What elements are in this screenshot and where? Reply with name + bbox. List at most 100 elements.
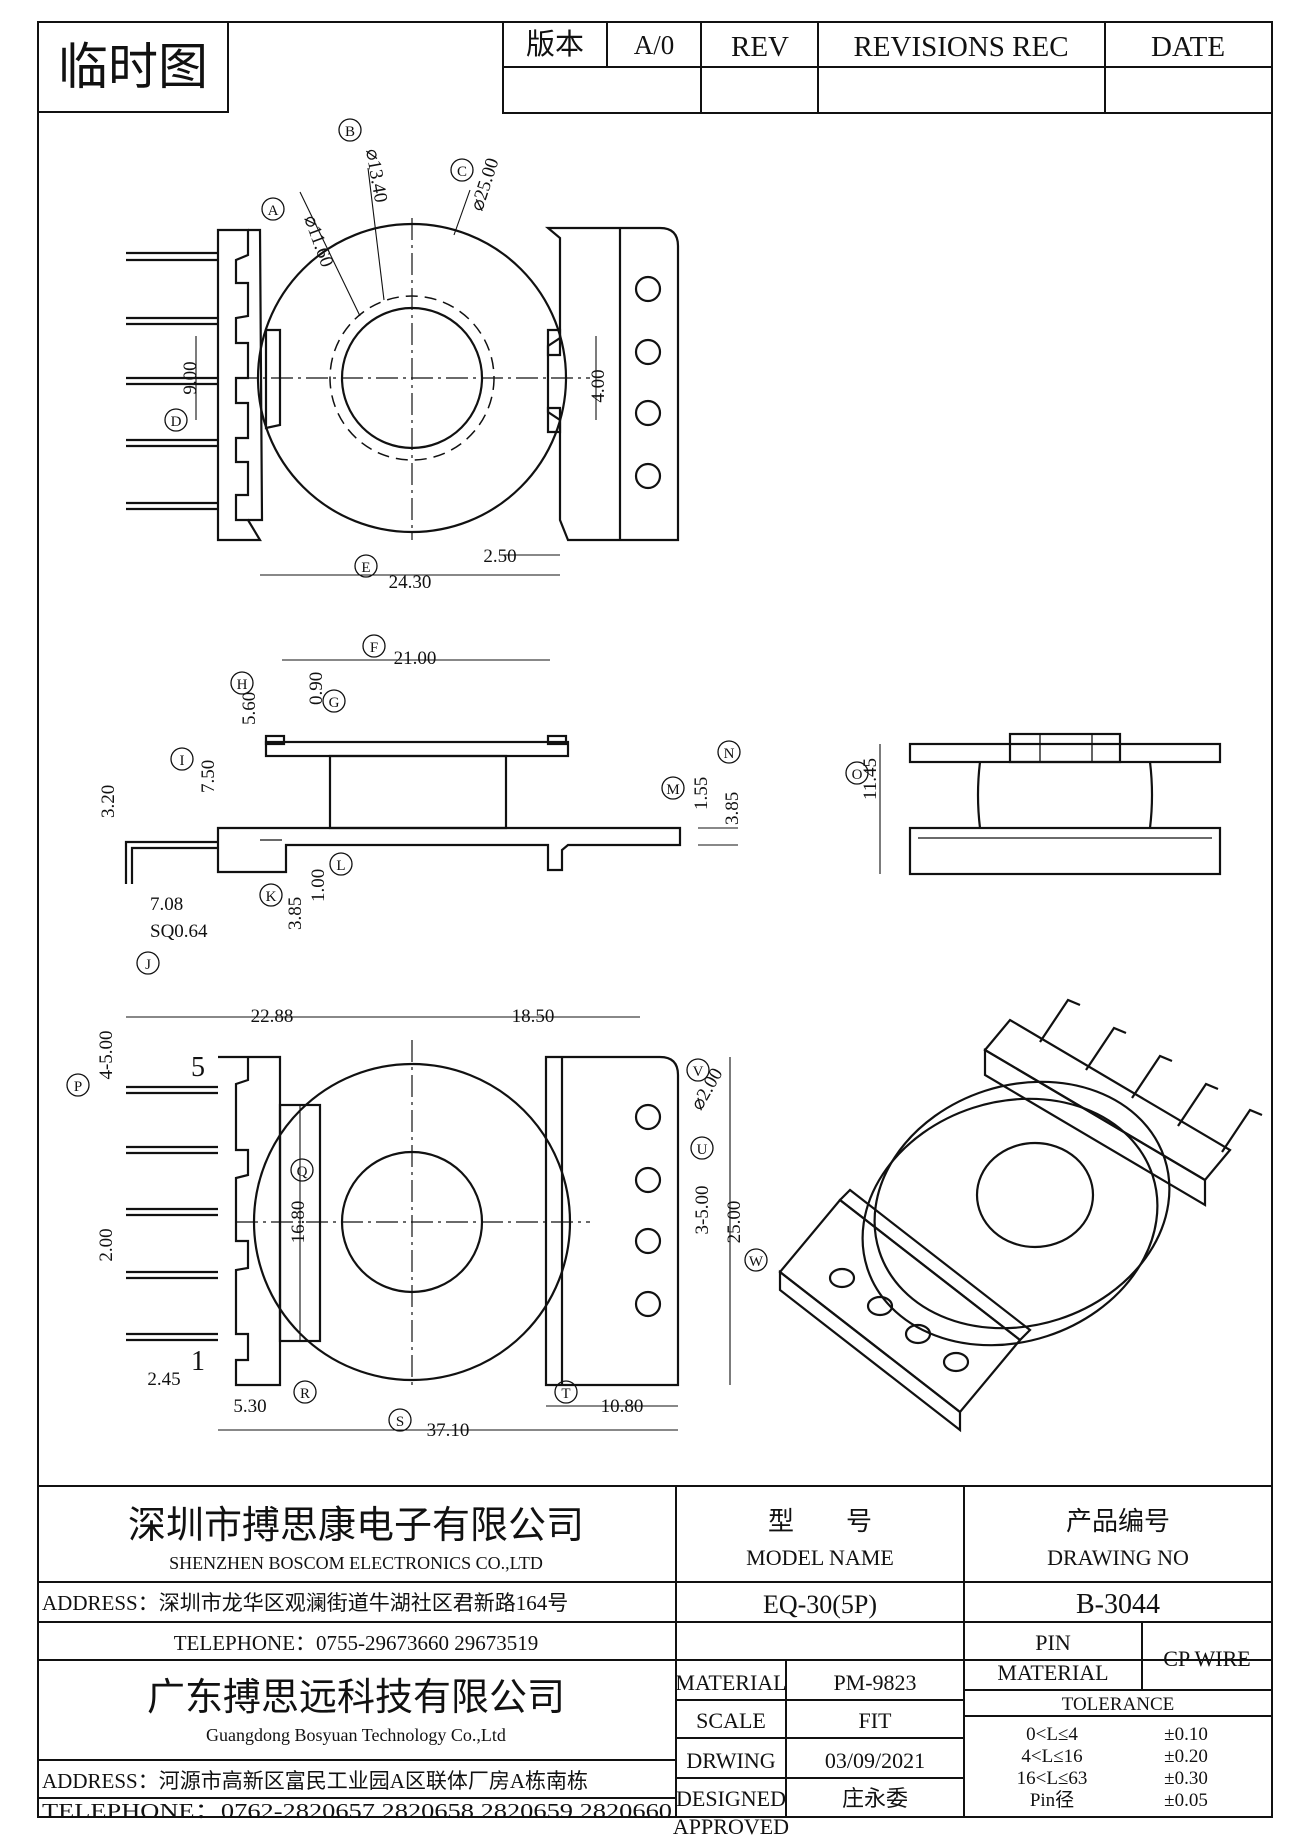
revisions-label: REVISIONS REC: [853, 31, 1068, 63]
iso-tab: [778, 1198, 1022, 1414]
svg-text:P: P: [74, 1079, 82, 1095]
iso-holes: [828, 1267, 970, 1373]
designed-value: 庄永委: [842, 1786, 908, 1811]
company2-en: Guangdong Bosyuan Technology Co.,Ltd: [206, 1725, 506, 1745]
dim-tab: 10.80: [601, 1396, 644, 1417]
top-view: 24.30 2.50 9.00 4.00 ⌀11.60 ⌀13.40 ⌀25.0…: [126, 118, 680, 593]
svg-text:C: C: [457, 164, 467, 180]
side-pin: [124, 840, 218, 884]
bottom-left-block: [218, 1055, 282, 1387]
address-1: ADDRESS：深圳市龙华区观澜街道牛湖社区君新路164号: [42, 1591, 568, 1615]
company-en: SHENZHEN BOSCOM ELECTRONICS CO.,LTD: [169, 1553, 543, 1573]
svg-text:T: T: [561, 1386, 570, 1402]
svg-text:U: U: [697, 1142, 708, 1158]
left-key: [264, 328, 282, 430]
drawing-cn: 产品编号: [1066, 1507, 1170, 1536]
svg-text:R: R: [300, 1386, 310, 1402]
temp-stamp-box: [37, 21, 229, 113]
dim-body-h: 7.50: [198, 760, 219, 793]
bottom-right-block: [544, 1055, 680, 1387]
svg-text:K: K: [266, 889, 277, 905]
drawing-label: DRWING: [686, 1748, 775, 1773]
callouts-side: F G H I J K L M N O: [136, 634, 869, 975]
dim-width: 24.30: [389, 572, 432, 593]
winding-core: [328, 754, 508, 830]
dim-dia-c: ⌀25.00: [467, 156, 504, 214]
svg-text:F: F: [370, 640, 378, 656]
tolerance-label: TOLERANCE: [1062, 1694, 1175, 1715]
dim-slot: 9.00: [180, 361, 201, 394]
svg-text:M: M: [666, 782, 679, 798]
telephone-2: TELEPHONE：0762-2820657 2820658 2820659 2…: [42, 1799, 672, 1823]
rev-label: REV: [731, 31, 789, 63]
front-base: [908, 826, 1222, 876]
dim-offset: 2.50: [483, 546, 516, 567]
tolerance-value: ±0.20: [1164, 1746, 1208, 1767]
tolerance-value: ±0.10: [1164, 1724, 1208, 1745]
svg-text:J: J: [145, 957, 151, 973]
pin-material-value: CP WIRE: [1163, 1646, 1250, 1671]
top-pins: [126, 251, 218, 511]
model-en: MODEL NAME: [746, 1545, 894, 1570]
svg-text:E: E: [361, 560, 370, 576]
bottom-pins: [126, 1085, 218, 1342]
dim-pin-offset: 2.45: [147, 1369, 180, 1390]
dim-key: 4.00: [588, 369, 609, 402]
model-value: EQ-30(5P): [763, 1590, 877, 1619]
drawing-date: 03/09/2021: [825, 1748, 925, 1773]
svg-text:S: S: [396, 1414, 404, 1430]
svg-text:I: I: [180, 753, 185, 769]
tolerance-value: ±0.05: [1164, 1790, 1208, 1811]
bottom-pin-holes: [634, 1103, 662, 1318]
tolerance-range: 4<L≤16: [1021, 1746, 1082, 1767]
svg-text:W: W: [749, 1254, 764, 1270]
front-core: [976, 761, 1154, 829]
front-top-flange: [908, 742, 1222, 764]
scale-label: SCALE: [696, 1708, 766, 1733]
callouts-bottom: P Q R S T U V W: [66, 1058, 768, 1432]
dim-window: 16.80: [288, 1201, 309, 1244]
iso-disc: [861, 1097, 1159, 1347]
tolerance-range: 16<L≤63: [1017, 1768, 1088, 1789]
dim-base-t: 1.00: [308, 869, 329, 902]
svg-text:B: B: [345, 124, 355, 140]
tolerance-table: 0<L≤4 ±0.10 4<L≤16 ±0.20 16<L≤63 ±0.30 P…: [1017, 1724, 1208, 1811]
dim-dia-a: ⌀11.60: [299, 213, 337, 270]
approved-label: APPROVED: [673, 1814, 789, 1839]
dim-pin-h: 3.20: [98, 785, 119, 818]
dim-flange: 0.90: [306, 672, 327, 705]
tolerance-range: Pin径: [1030, 1789, 1074, 1811]
base-flange: [216, 826, 682, 874]
svg-text:D: D: [171, 414, 182, 430]
dim-right: 18.50: [512, 1006, 555, 1027]
pin-five-label: 5: [191, 1052, 205, 1083]
tolerance-value: ±0.30: [1164, 1768, 1208, 1789]
side-view: 21.00 0.90 5.60 7.50 3.20 7.08 SQ0.64 3.…: [98, 634, 869, 975]
iso-pins: [1039, 998, 1263, 1153]
version-value: A/0: [634, 30, 675, 60]
pin-one-label: 1: [191, 1346, 205, 1377]
address-2: ADDRESS：河源市高新区富民工业园A区联体厂房A栋南栋: [42, 1769, 588, 1793]
svg-text:N: N: [724, 746, 735, 762]
dim-step-h: 3.85: [722, 792, 743, 825]
company2-cn: 广东搏思远科技有限公司: [147, 1677, 565, 1719]
tolerance-range: 0<L≤4: [1026, 1724, 1078, 1745]
right-pin-holes: [634, 275, 662, 490]
bottom-view: 5 1 22.88 18.50 4-5.00 2.00 16.80 2.45 5…: [66, 1006, 768, 1441]
svg-text:Q: Q: [297, 1164, 308, 1180]
designed-label: DESIGNED: [676, 1786, 786, 1811]
material-value: PM-9823: [833, 1670, 916, 1695]
dim-pin-len: 7.08: [150, 894, 183, 915]
svg-text:V: V: [693, 1064, 704, 1080]
svg-text:A: A: [268, 203, 279, 219]
telephone-1: TELEPHONE：0755-29673660 29673519: [174, 1631, 539, 1655]
dim-flange-h: 5.60: [239, 692, 260, 725]
svg-text:L: L: [336, 858, 345, 874]
dim-step: 1.55: [691, 777, 712, 810]
dim-hole-pitch: 3-5.00: [692, 1185, 713, 1234]
callouts-top: A B C D E: [164, 118, 474, 578]
top-flange: [264, 740, 570, 758]
dim-pin-sq: SQ0.64: [150, 921, 208, 942]
date-label: DATE: [1151, 31, 1225, 63]
